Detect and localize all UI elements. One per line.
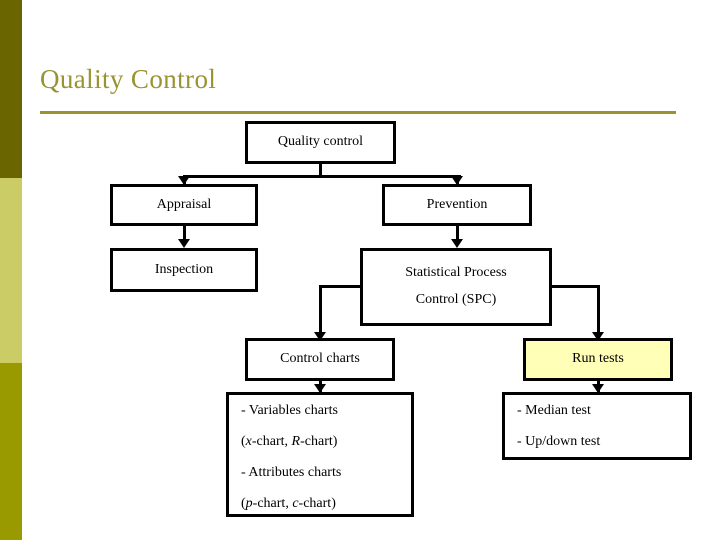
arrowhead-spc (451, 239, 463, 248)
connector-spc-left-elbow (319, 285, 363, 288)
italic-x: x (245, 434, 252, 449)
node-run-tests[interactable]: Run tests (523, 338, 673, 381)
detail-variables-charts: - Variables charts (241, 403, 338, 418)
italic-r: R (291, 434, 301, 449)
connector-prevention-spc (456, 225, 459, 240)
sidebar-band-bottom (0, 363, 22, 540)
connector-root-stem (319, 164, 322, 178)
connector-spc-right-elbow (549, 285, 600, 288)
node-spc-line1: Statistical Process (405, 265, 507, 281)
node-run-tests-details[interactable]: - Median test - Up/down test (502, 392, 692, 460)
node-inspection-label: Inspection (154, 261, 214, 277)
node-appraisal[interactable]: Appraisal (110, 184, 258, 226)
node-appraisal-label: Appraisal (156, 196, 212, 212)
node-statistical-process-control[interactable]: Statistical Process Control (SPC) (360, 248, 552, 326)
arrowhead-inspection (178, 239, 190, 248)
title-divider (40, 111, 676, 114)
page-title: Quality Control (40, 64, 217, 94)
detail-attributes-chart-types: (p-chart, c-chart) (241, 496, 336, 511)
node-control-charts[interactable]: Control charts (245, 338, 395, 381)
arrowhead-run-tests-details (592, 384, 604, 393)
node-control-charts-details[interactable]: - Variables charts (x-chart, R-chart) - … (226, 392, 414, 517)
detail-attributes-charts: - Attributes charts (241, 465, 342, 480)
node-spc-line2: Control (SPC) (415, 292, 497, 307)
detail-updown-test: - Up/down test (517, 434, 601, 449)
node-prevention[interactable]: Prevention (382, 184, 532, 226)
node-run-tests-label: Run tests (572, 351, 624, 367)
connector-spc-control-charts (319, 285, 322, 336)
node-prevention-label: Prevention (426, 196, 488, 212)
connector-appraisal-inspection (183, 225, 186, 240)
arrowhead-appraisal (178, 176, 190, 185)
connector-root-bus (184, 175, 461, 178)
italic-c: c (292, 496, 299, 511)
arrowhead-control-charts (314, 332, 326, 341)
sidebar-band-top (0, 0, 22, 178)
connector-spc-run-tests (597, 285, 600, 336)
arrowhead-run-tests (592, 332, 604, 341)
sidebar-band-middle (0, 178, 22, 363)
arrowhead-prevention (451, 176, 463, 185)
italic-p: p (245, 496, 253, 511)
node-spc-label: Statistical Process Control (SPC) (405, 260, 507, 313)
arrowhead-control-charts-details (314, 384, 326, 393)
detail-median-test: - Median test (517, 403, 591, 418)
node-control-charts-label: Control charts (280, 351, 360, 367)
detail-variables-chart-types: (x-chart, R-chart) (241, 434, 338, 449)
node-quality-control[interactable]: Quality control (245, 121, 396, 164)
node-inspection[interactable]: Inspection (110, 248, 258, 292)
node-quality-control-label: Quality control (277, 134, 364, 150)
